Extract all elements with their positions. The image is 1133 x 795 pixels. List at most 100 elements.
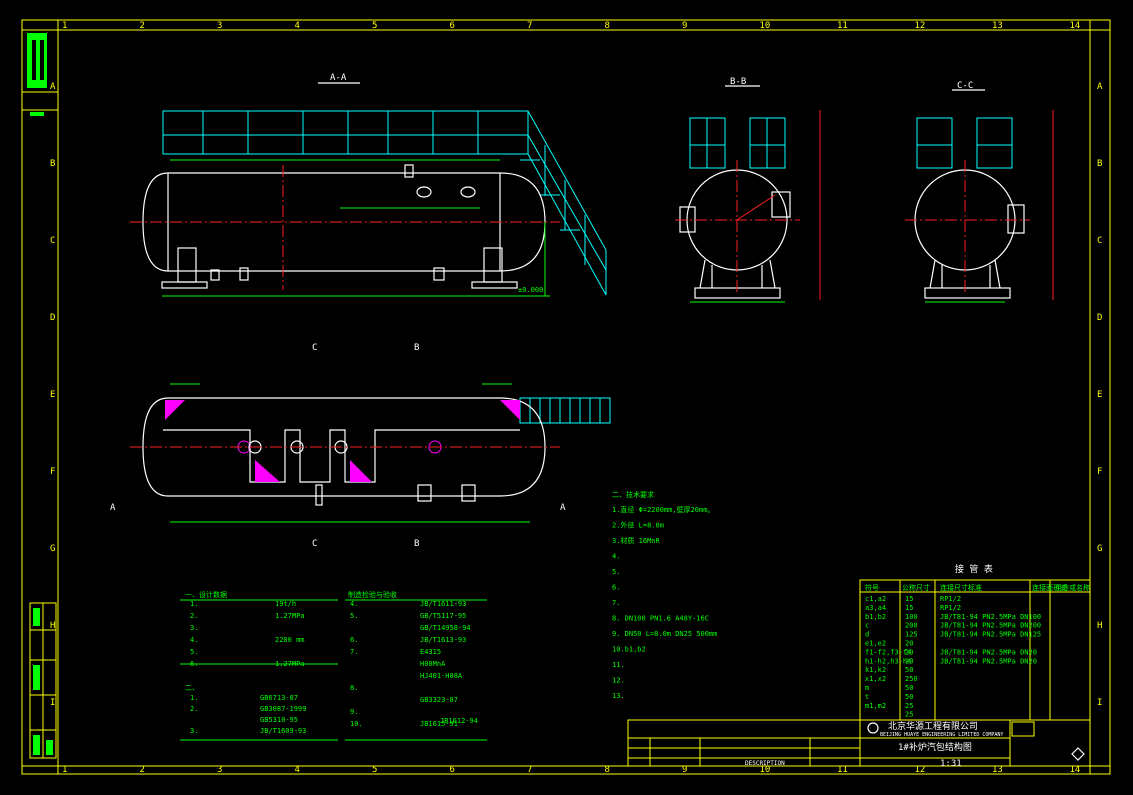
grid-col-top-label: 7 <box>527 21 532 31</box>
grid-col-bottom-label: 3 <box>217 765 222 775</box>
mfg-row-value: HJ401-H08A <box>420 672 463 680</box>
grid-col-top-label: 14 <box>1070 21 1081 31</box>
svg-text:A: A <box>110 503 116 513</box>
grid-col-top-label: 5 <box>372 21 377 31</box>
nozzle-standard: RP1/2 <box>940 604 961 612</box>
mfg-row-no: 4. <box>350 600 358 608</box>
design-row-no: 4. <box>190 636 198 644</box>
design-row-value: 2200 mm <box>275 636 305 644</box>
tech-note-line: 1.直径 Φ=2200mm,壁厚20mm。 <box>612 505 714 514</box>
mfg-row-no: 10. <box>350 720 363 728</box>
nozzle-table-header: 符号 <box>865 583 879 592</box>
platform-railing <box>162 110 607 296</box>
grid-row-right-label: B <box>1097 159 1102 169</box>
view-plan: A A C B C B <box>110 343 611 549</box>
nozzle-symbol: b1,b2 <box>865 613 886 621</box>
tech-note-line: 7. <box>612 599 620 607</box>
nozzle-table-header: 连接面形式 <box>1032 583 1067 592</box>
nozzle-standard: JB/T81-94 PN2.5MPa DN125 <box>940 631 1041 639</box>
svg-text:C: C <box>312 343 317 353</box>
nozzle-symbol: m1,m2 <box>865 702 886 710</box>
grid-row-right-label: G <box>1097 544 1102 554</box>
mfg-row-value: JB/T1613-93 <box>420 636 466 644</box>
grid-row-left-label: I <box>50 698 55 708</box>
section2-row-value: GB6713-87 <box>260 694 298 702</box>
design-row-no: 2. <box>190 612 198 620</box>
tech-note-line: 9. DN50 L=8.0m DN25 500mm <box>612 630 717 638</box>
nozzle-symbol: x1,x2 <box>865 675 886 683</box>
nozzle-symbol: e1,e2 <box>865 640 886 648</box>
design-row-value: 1.27MPa <box>275 660 305 668</box>
svg-text:二、技术要求: 二、技术要求 <box>612 490 654 499</box>
nozzle-dn: 250 <box>905 675 918 683</box>
grid-row-right-label: H <box>1097 621 1102 631</box>
grid-col-top-label: 3 <box>217 21 222 31</box>
left-tag-strip <box>22 33 58 116</box>
nozzle-standard: JB/T81-94 PN2.5MPa DN200 <box>940 622 1041 630</box>
tech-note-line: 2.外径 L=8.0m <box>612 521 664 530</box>
nozzle-dn: 100 <box>905 613 918 621</box>
svg-text:B: B <box>414 539 419 549</box>
nozzle-dn: 50 <box>905 693 913 701</box>
grid-row-left-label: H <box>50 621 55 631</box>
grid-col-bottom-label: 11 <box>837 765 848 775</box>
svg-text:北京华源工程有限公司: 北京华源工程有限公司 <box>888 720 978 732</box>
grid-col-bottom-label: 2 <box>140 765 145 775</box>
grid-row-right-label: F <box>1097 467 1102 477</box>
section2-row-value: JB/T1609-93 <box>260 727 306 735</box>
mfg-row-value: JB1615-91 <box>420 720 458 728</box>
grid-row-left-label: C <box>50 236 55 246</box>
nozzle-symbol: t <box>865 693 869 701</box>
nozzle-dn: 125 <box>905 631 918 639</box>
grid-row-left-label: D <box>50 313 55 323</box>
mfg-row-value: H08MnA <box>420 660 446 668</box>
grid-col-bottom-label: 7 <box>527 765 532 775</box>
svg-text:一、设计数据: 一、设计数据 <box>185 590 227 599</box>
nozzle-symbol: f1-f2,f3-f4 <box>865 648 911 656</box>
nozzle-symbol: d <box>865 631 869 639</box>
mfg-row-no: 5. <box>350 612 358 620</box>
design-row-no: 5. <box>190 648 198 656</box>
svg-text:1:31: 1:31 <box>940 759 962 769</box>
mfg-row-value: JB/T1611-93 <box>420 600 466 608</box>
svg-text:1#补炉汽包结构图: 1#补炉汽包结构图 <box>898 741 972 753</box>
design-row-no: 6. <box>190 660 198 668</box>
grid-row-right-label: A <box>1097 82 1103 92</box>
grid-col-top-label: 10 <box>760 21 771 31</box>
grid-row-left-label: E <box>50 390 55 400</box>
nozzle-dn: 20 <box>905 640 913 648</box>
grid-col-bottom-label: 1 <box>62 765 67 775</box>
grid-col-bottom-label: 14 <box>1070 765 1081 775</box>
nozzle-dn: 15 <box>905 595 913 603</box>
mfg-row-value: GB/T14958-94 <box>420 624 471 632</box>
nozzle-table-header: 用途或名称 <box>1055 583 1090 592</box>
svg-text:二、: 二、 <box>185 684 199 692</box>
grid-col-bottom-label: 4 <box>295 765 300 775</box>
design-row-no: 3. <box>190 624 198 632</box>
svg-text:A: A <box>560 503 566 513</box>
view-bb: B-B <box>675 77 821 303</box>
view-aa: A-A <box>130 73 607 297</box>
svg-text:C-C: C-C <box>957 81 973 91</box>
nozzle-dn: 15 <box>905 604 913 612</box>
section2-row-no: 2. <box>190 705 198 713</box>
grid-col-top-label: 6 <box>450 21 455 31</box>
grid-col-bottom-label: 9 <box>682 765 687 775</box>
grid-row-right-label: E <box>1097 390 1102 400</box>
vessel-body-front <box>142 164 546 289</box>
nozzle-symbol: c <box>865 622 869 630</box>
dimension-lines-front <box>162 159 550 297</box>
centerlines-front <box>130 165 560 290</box>
grid-col-top-label: 9 <box>682 21 687 31</box>
grid-row-left-label: A <box>50 82 56 92</box>
grid-row-right-label: C <box>1097 236 1102 246</box>
grid-col-top-label: 11 <box>837 21 848 31</box>
design-row-no: 1. <box>190 600 198 608</box>
nozzle-symbol: c1,a2 <box>865 595 886 603</box>
grid-col-bottom-label: 6 <box>450 765 455 775</box>
nozzle-dn: 200 <box>905 622 918 630</box>
svg-text:C: C <box>312 539 317 549</box>
grid-col-bottom-label: 8 <box>605 765 610 775</box>
